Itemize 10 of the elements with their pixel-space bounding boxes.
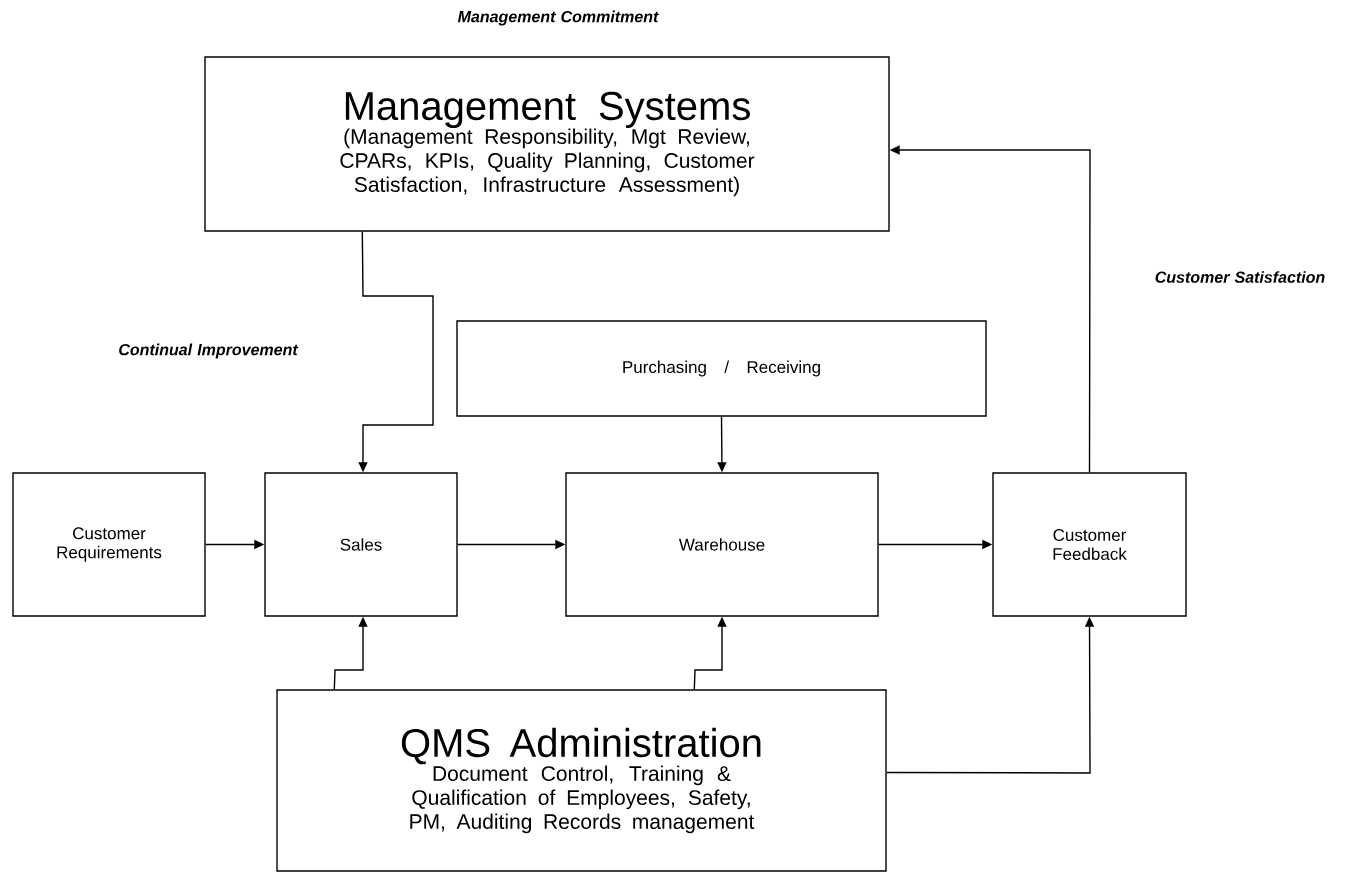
annotation-text: Customer Satisfaction [1155,271,1325,283]
annotation-text: Continual Improvement [119,343,299,359]
annotation-text: Management Commitment [457,10,659,26]
process-box: Sales [264,472,458,617]
process-box: Customer Requirements [12,472,206,617]
process-box: Management Systems (Management Responsibility, Mgt Review, CPARs, KPIs, Quality Planning, Customer Satisfaction, Infrastructure Assessment) [204,56,890,232]
process-box: QMS Administration Document Control, Training & Qualification of Employees, Safety, PM, Auditing Records management [276,689,887,872]
process-box: Warehouse [565,472,879,617]
process-box: Purchasing / Receiving [456,320,987,417]
process-box: Customer Feedback [992,472,1187,617]
